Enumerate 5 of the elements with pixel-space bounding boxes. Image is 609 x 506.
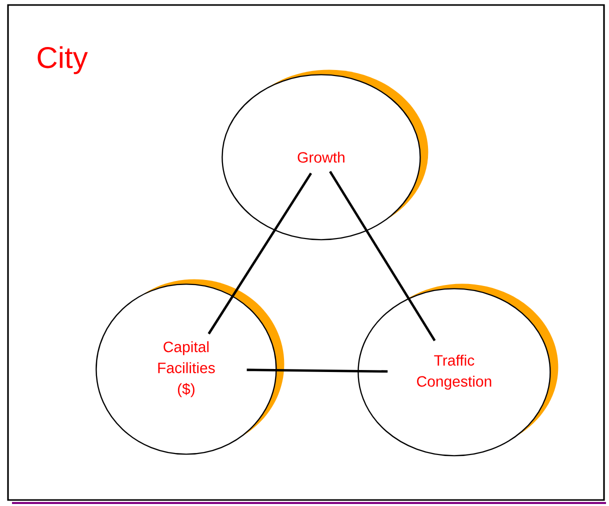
frame-box xyxy=(7,4,605,501)
frame-title: City xyxy=(38,46,88,74)
connector-line xyxy=(329,170,436,342)
connector-line xyxy=(246,368,388,373)
connector-line xyxy=(208,172,312,334)
